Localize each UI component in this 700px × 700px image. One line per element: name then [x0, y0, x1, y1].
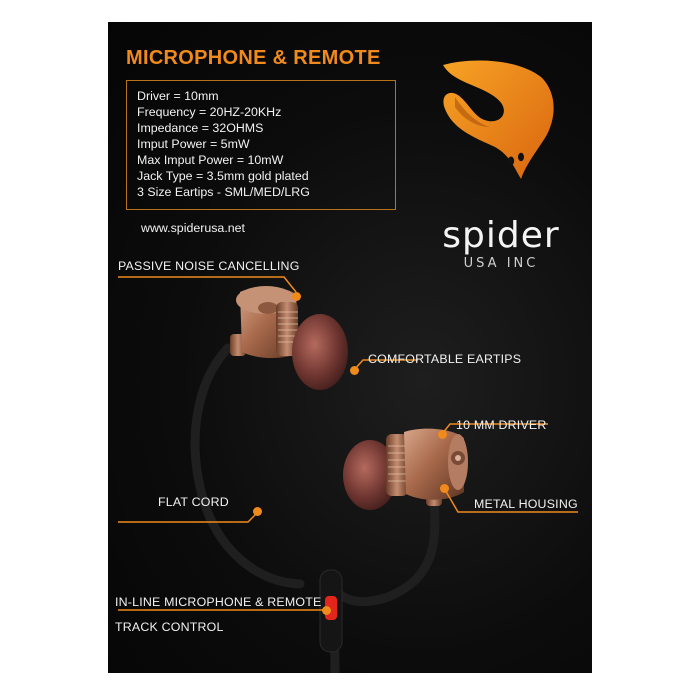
callout-driver: 10 MM DRIVER: [456, 418, 547, 432]
callout-cord: FLAT CORD: [158, 495, 229, 509]
spec-item: Jack Type = 3.5mm gold plated: [137, 169, 309, 183]
callout-eartips: COMFORTABLE EARTIPS: [368, 352, 522, 366]
earphone-right: [343, 428, 468, 510]
eartip-right: [343, 440, 397, 510]
callout-dot: [322, 606, 331, 615]
callout-dot: [253, 507, 262, 516]
headline: MICROPHONE & REMOTE: [126, 47, 381, 69]
cord-right: [326, 485, 440, 607]
callout-dot: [350, 366, 359, 375]
website-url: www.spiderusa.net: [141, 221, 245, 235]
callout-inline-mic: IN-LINE MICROPHONE & REMOTE: [115, 595, 322, 609]
specs-box: Driver = 10mm Frequency = 20HZ-20KHz Imp…: [126, 80, 396, 210]
spec-item: Impedance = 32OHMS: [137, 121, 264, 135]
spec-item: Driver = 10mm: [137, 89, 219, 103]
earphones-illustration: [118, 276, 578, 673]
brand-subtitle: USA INC: [463, 256, 539, 271]
product-panel: MICROPHONE & REMOTE Driver = 10mm Freque…: [108, 22, 592, 673]
spec-item: Max Imput Power = 10mW: [137, 153, 284, 167]
leader-lines: [118, 276, 578, 611]
cord-left: [190, 343, 305, 589]
brand-name: spider: [442, 215, 560, 256]
callout-dot: [292, 292, 301, 301]
callout-passive-noise: PASSIVE NOISE CANCELLING: [118, 259, 300, 273]
callout-dot: [438, 430, 447, 439]
spec-item: 3 Size Eartips - SML/MED/LRG: [137, 185, 310, 199]
spider-fox-logo-icon: [443, 60, 554, 179]
spec-item: Frequency = 20HZ-20KHz: [137, 105, 282, 119]
callout-track-control: TRACK CONTROL: [115, 620, 224, 634]
specs-list: Driver = 10mm Frequency = 20HZ-20KHz Imp…: [137, 88, 395, 200]
callout-dot: [440, 484, 449, 493]
eartip-left: [292, 314, 348, 390]
callout-housing: METAL HOUSING: [474, 497, 578, 511]
spec-item: Imput Power = 5mW: [137, 137, 250, 151]
earphone-left: [230, 286, 348, 390]
